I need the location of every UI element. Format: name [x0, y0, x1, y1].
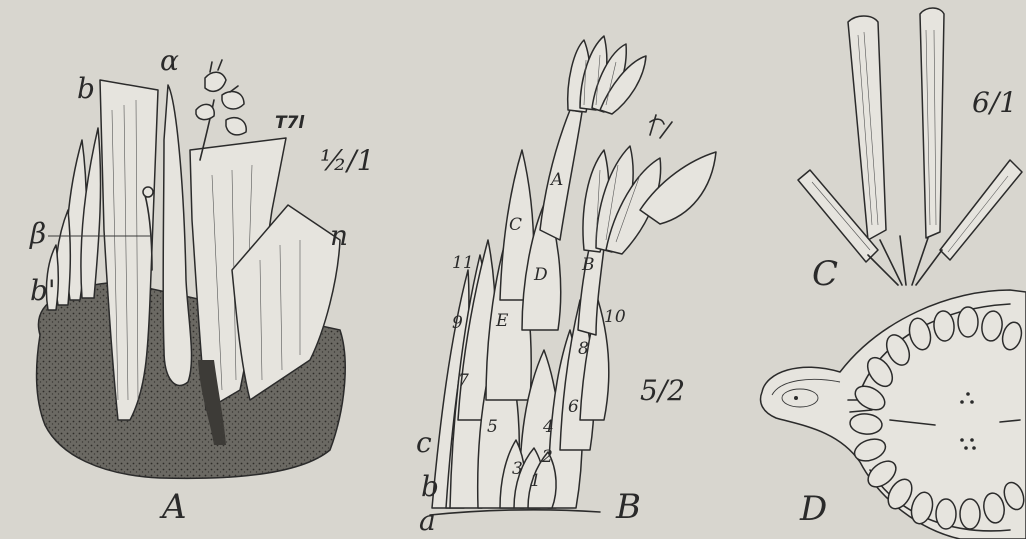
figure-a-label-b-prime: b': [30, 274, 56, 307]
figure-d-label: D: [799, 489, 827, 529]
figure-b-label-B: B: [581, 255, 595, 275]
figure-b-label-10: 10: [604, 307, 626, 327]
figure-a-label: A: [159, 487, 187, 527]
figure-c: [798, 8, 1022, 285]
figure-b-label-C: C: [509, 215, 522, 235]
figure-c-scale: 6/1: [972, 86, 1017, 119]
figure-a-label-b: b: [77, 72, 95, 105]
figure-a-label-beta: β: [29, 217, 46, 250]
figure-b-label-b: b: [421, 470, 439, 503]
figure-b-label-5: 5: [487, 417, 498, 437]
figure-a-stem-alpha: [163, 85, 191, 385]
figure-b-label: B: [615, 487, 641, 527]
figure-b-label-1: 1: [530, 471, 541, 491]
figure-b-label-D: D: [533, 265, 548, 285]
figure-b-label-7: 7: [458, 371, 469, 391]
figure-a-label-n: n: [330, 219, 348, 252]
figure-b-label-9: 9: [452, 313, 463, 333]
figure-b-label-A: A: [549, 170, 563, 190]
figure-b-label-11: 11: [452, 253, 474, 273]
figure-b-label-3: 3: [512, 459, 523, 479]
figure-a-scale: ½/1: [320, 144, 374, 177]
figure-b-label-2: 2: [541, 447, 553, 467]
figure-a-label-alpha: α: [160, 44, 179, 77]
figure-b-label-a: a: [419, 504, 436, 537]
figure-b-upper-flower: [568, 36, 646, 114]
figure-b-label-E: E: [495, 311, 509, 331]
figure-c-label: C: [812, 254, 838, 294]
figure-b-lower-flower: [583, 115, 716, 254]
figure-b-label-6: 6: [568, 397, 579, 417]
figure-b-label-c: c: [416, 426, 432, 459]
figure-b-label-8: 8: [578, 339, 589, 359]
figure-a-label-t7l: T7l: [275, 113, 305, 133]
figure-b: [430, 36, 716, 515]
figure-b-label-4: 4: [542, 417, 554, 437]
figure-b-scale: 5/2: [640, 374, 685, 407]
